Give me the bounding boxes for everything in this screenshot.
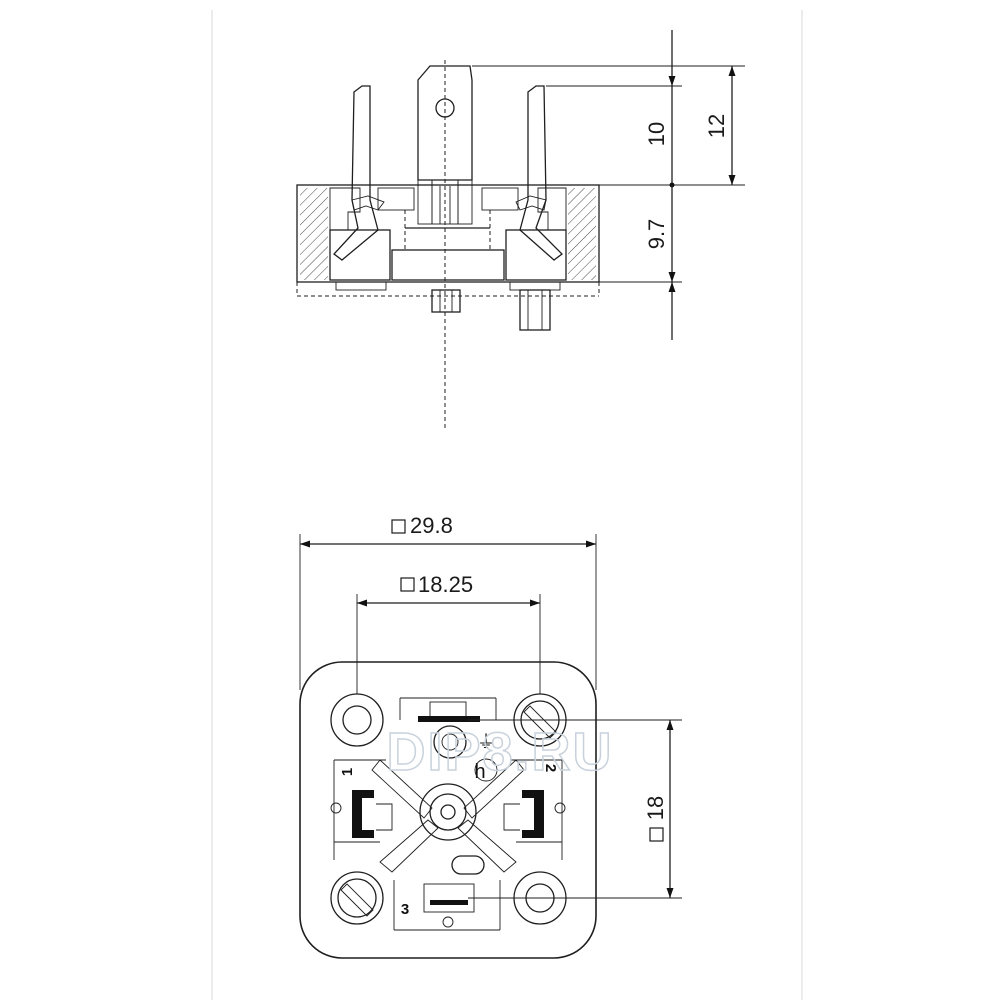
dim-outer-square-label: 29.8 [410,513,453,538]
dim-contact-height-label: 10 [644,122,669,146]
dim-total-height-label: 12 [704,114,729,138]
earth-symbol: ⏚ [477,732,495,752]
pin-label-1: 1 [339,768,356,776]
square-symbol-outer [391,519,406,534]
pin-label-3: 3 [401,901,409,918]
dim-pin-square-label: 18 [643,796,668,820]
dim-body-height-label: 9.7 [644,219,669,250]
bottom-view: ⏚ h 1 2 3 DIP8.RU 29.8 [299,513,682,959]
watermark: DIP8.RU [386,722,613,782]
side-view: 10 12 9.7 [296,30,745,430]
square-symbol-pitch [400,577,415,592]
earth-letter: h [474,761,485,783]
pin-label-2: 2 [542,764,559,772]
dim-hole-pitch-label: 18.25 [418,572,473,597]
square-symbol-pin [649,827,664,842]
